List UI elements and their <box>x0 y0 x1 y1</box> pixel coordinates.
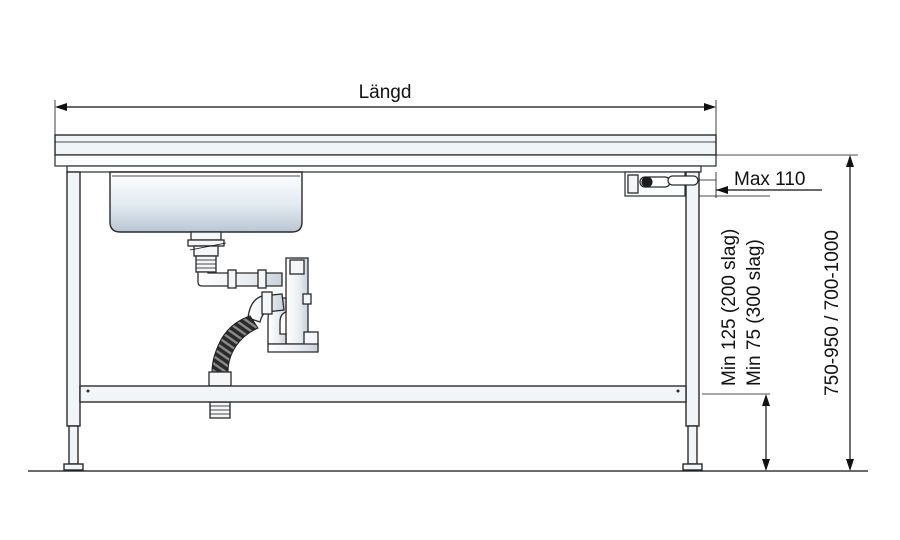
length-dimension: Längd <box>54 82 717 136</box>
min-clearance-300-label: Min 75 (300 slag) <box>744 239 765 386</box>
height-dimension: 750-950 / 700-1000 <box>716 154 858 471</box>
min-clearance-dimension: Min 125 (200 slag) Min 75 (300 slag) <box>699 195 770 471</box>
drain-lever-box <box>624 171 699 197</box>
left-leg <box>63 171 84 471</box>
max-offset-label: Max 110 <box>734 169 805 190</box>
lower-rail <box>79 385 687 403</box>
drain-assembly <box>187 231 319 419</box>
min-clearance-200-label: Min 125 (200 slag) <box>719 229 740 386</box>
height-range-label: 750-950 / 700-1000 <box>822 230 843 396</box>
right-leg <box>682 171 703 471</box>
table-top <box>54 134 717 173</box>
sink-bowl <box>109 171 303 233</box>
length-label: Längd <box>359 82 412 103</box>
max-offset-dimension: Max 110 <box>699 169 822 198</box>
